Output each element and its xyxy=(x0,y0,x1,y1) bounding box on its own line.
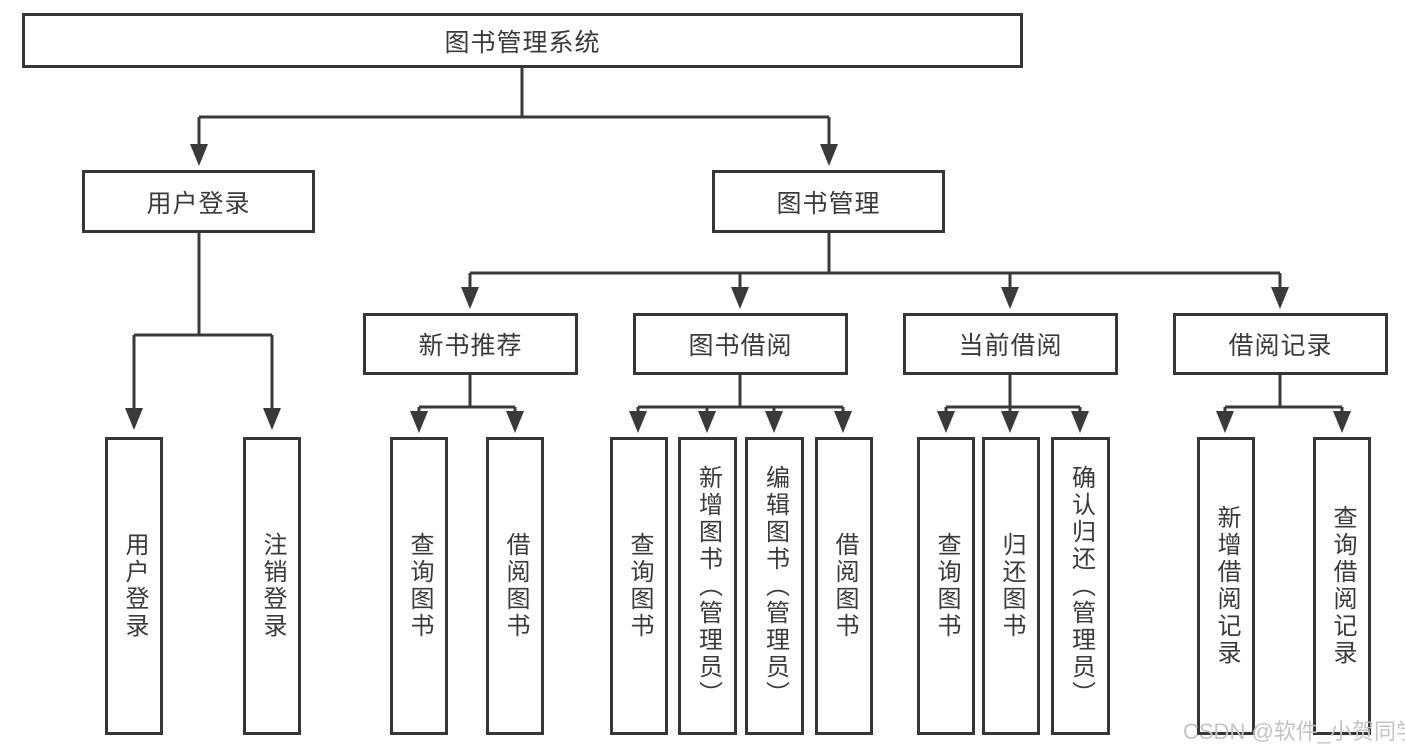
leaf-add-book-admin-label: 新增图书（管理员） xyxy=(694,464,722,708)
node-root-label: 图书管理系统 xyxy=(444,28,601,57)
watermark: CSDN @软件_小贺同学 xyxy=(1183,719,1405,744)
leaf-borrow-book: 借阅图书 xyxy=(815,437,873,735)
leaf-current-query-book: 查询图书 xyxy=(917,437,975,735)
leaf-add-borrow-record: 新增借阅记录 xyxy=(1197,437,1255,735)
node-book-borrow-label: 图书借阅 xyxy=(688,332,793,360)
node-root-system: 图书管理系统 xyxy=(22,13,1023,68)
node-borrow-record-label: 借阅记录 xyxy=(1228,332,1333,360)
leaf-user-login: 用户登录 xyxy=(105,437,163,735)
node-user-login-label: 用户登录 xyxy=(146,189,251,218)
leaf-query-borrow-record: 查询借阅记录 xyxy=(1313,437,1371,735)
leaf-confirm-return-admin-label: 确认归还（管理员） xyxy=(1067,464,1095,708)
leaf-borrow-book-label: 借阅图书 xyxy=(831,532,858,640)
leaf-recommend-borrow-book: 借阅图书 xyxy=(486,437,544,735)
node-book-management-label: 图书管理 xyxy=(776,189,881,218)
leaf-borrow-query-book-label: 查询图书 xyxy=(626,532,653,640)
leaf-add-borrow-record-label: 新增借阅记录 xyxy=(1213,505,1240,667)
arrowhead-icons xyxy=(125,144,1351,433)
leaf-borrow-query-book: 查询图书 xyxy=(610,437,668,735)
leaf-edit-book-admin: 编辑图书（管理员） xyxy=(745,437,804,735)
node-current-borrow: 当前借阅 xyxy=(903,313,1118,375)
leaf-query-borrow-record-label: 查询借阅记录 xyxy=(1329,505,1356,667)
leaf-logout: 注销登录 xyxy=(243,437,301,735)
node-book-management: 图书管理 xyxy=(712,170,945,233)
leaf-return-book: 归还图书 xyxy=(982,437,1040,735)
node-current-borrow-label: 当前借阅 xyxy=(958,332,1063,360)
leaf-current-query-book-label: 查询图书 xyxy=(933,532,960,640)
leaf-user-login-label: 用户登录 xyxy=(121,532,148,640)
node-book-borrow: 图书借阅 xyxy=(633,313,848,375)
leaf-recommend-query-book: 查询图书 xyxy=(390,437,448,735)
node-new-book-recommend-label: 新书推荐 xyxy=(418,332,523,360)
leaf-add-book-admin: 新增图书（管理员） xyxy=(678,437,737,735)
leaf-recommend-query-book-label: 查询图书 xyxy=(406,532,433,640)
leaf-confirm-return-admin: 确认归还（管理员） xyxy=(1051,437,1110,735)
leaf-return-book-label: 归还图书 xyxy=(998,532,1025,640)
node-user-login: 用户登录 xyxy=(82,170,315,233)
node-new-book-recommend: 新书推荐 xyxy=(363,313,578,375)
leaf-logout-label: 注销登录 xyxy=(259,532,286,640)
leaf-edit-book-admin-label: 编辑图书（管理员） xyxy=(761,464,789,708)
node-borrow-record: 借阅记录 xyxy=(1173,313,1388,375)
leaf-recommend-borrow-book-label: 借阅图书 xyxy=(502,532,529,640)
